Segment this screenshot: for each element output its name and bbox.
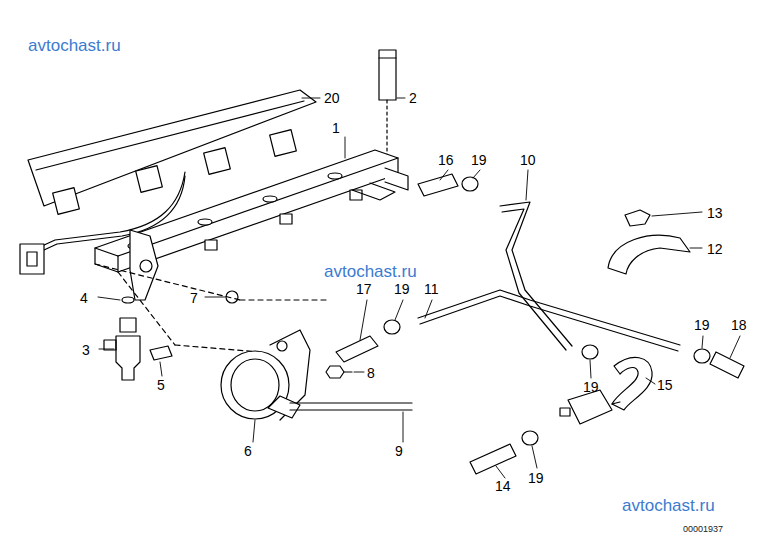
- callout-number: 20: [324, 90, 340, 106]
- callout-number: 5: [157, 377, 165, 393]
- callout-number: 19: [528, 470, 544, 486]
- callout-number: 10: [520, 152, 536, 168]
- callout-number: 16: [438, 152, 454, 168]
- callout-number: 13: [707, 205, 723, 221]
- watermark: avtochast.ru: [622, 496, 715, 516]
- watermark: avtochast.ru: [28, 36, 121, 56]
- callout-number: 19: [471, 152, 487, 168]
- callout-number: 2: [409, 90, 417, 106]
- callout-number: 19: [694, 317, 710, 333]
- callout-number: 18: [731, 317, 747, 333]
- drawing-code: 00001937: [683, 524, 723, 534]
- watermark: avtochast.ru: [324, 262, 417, 282]
- callout-number: 9: [395, 443, 403, 459]
- callout-number: 15: [657, 377, 673, 393]
- callout-number: 12: [707, 241, 723, 257]
- callout-number: 8: [367, 365, 375, 381]
- callout-number: 11: [424, 281, 439, 297]
- callout-number: 14: [495, 478, 511, 494]
- callout-number: 1: [332, 120, 340, 136]
- callout-number: 7: [190, 290, 198, 306]
- callout-number: 19: [394, 281, 410, 297]
- callout-number: 17: [356, 281, 372, 297]
- callout-number: 3: [82, 342, 90, 358]
- callout-number: 6: [244, 443, 252, 459]
- callout-number: 4: [80, 290, 88, 306]
- callout-number: 19: [583, 379, 599, 395]
